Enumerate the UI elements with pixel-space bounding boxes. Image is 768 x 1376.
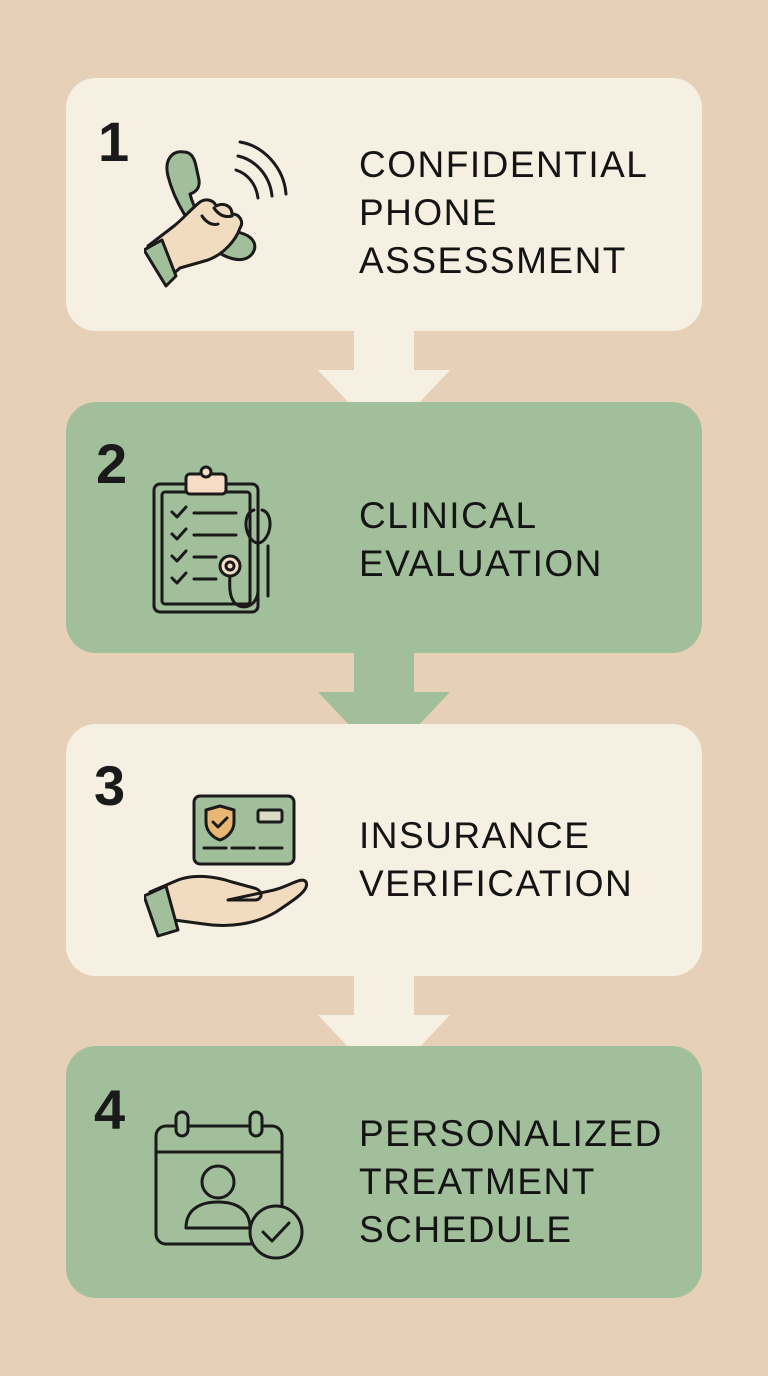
label-line: ASSESSMENT [359,240,627,281]
step-3-card: 3 INSURANCE VERIFICATION [66,724,702,976]
label-line: INSURANCE [359,815,591,856]
phone-hand-icon [142,136,304,301]
label-line: CONFIDENTIAL [359,144,649,185]
calendar-person-check-icon [152,1108,312,1273]
step-number: 3 [94,754,126,817]
step-label: INSURANCE VERIFICATION [359,812,633,908]
label-line: SCHEDULE [359,1209,573,1250]
label-line: PHONE [359,192,499,233]
insurance-card-hand-icon [142,792,314,947]
step-label: PERSONALIZED TREATMENT SCHEDULE [359,1110,663,1254]
step-label: CONFIDENTIAL PHONE ASSESSMENT [359,141,648,285]
down-arrow [314,652,454,769]
step-label: CLINICAL EVALUATION [359,492,603,588]
label-line: TREATMENT [359,1161,596,1202]
clipboard-stethoscope-icon [150,462,310,627]
label-line: EVALUATION [359,543,603,584]
step-1-card: 1 CONFIDENTIAL PHONE ASSESSMENT [66,78,702,331]
step-number: 2 [96,432,128,495]
step-number: 4 [94,1078,126,1141]
step-4-card: 4 PERSONALIZED TREATMENT SCHEDULE [66,1046,702,1298]
down-arrow [314,975,454,1092]
label-line: CLINICAL [359,495,538,536]
down-arrow [314,330,454,447]
step-2-card: 2 CLINICAL EVALUATION [66,402,702,653]
label-line: PERSONALIZED [359,1113,663,1154]
step-number: 1 [98,110,130,173]
label-line: VERIFICATION [359,863,634,904]
